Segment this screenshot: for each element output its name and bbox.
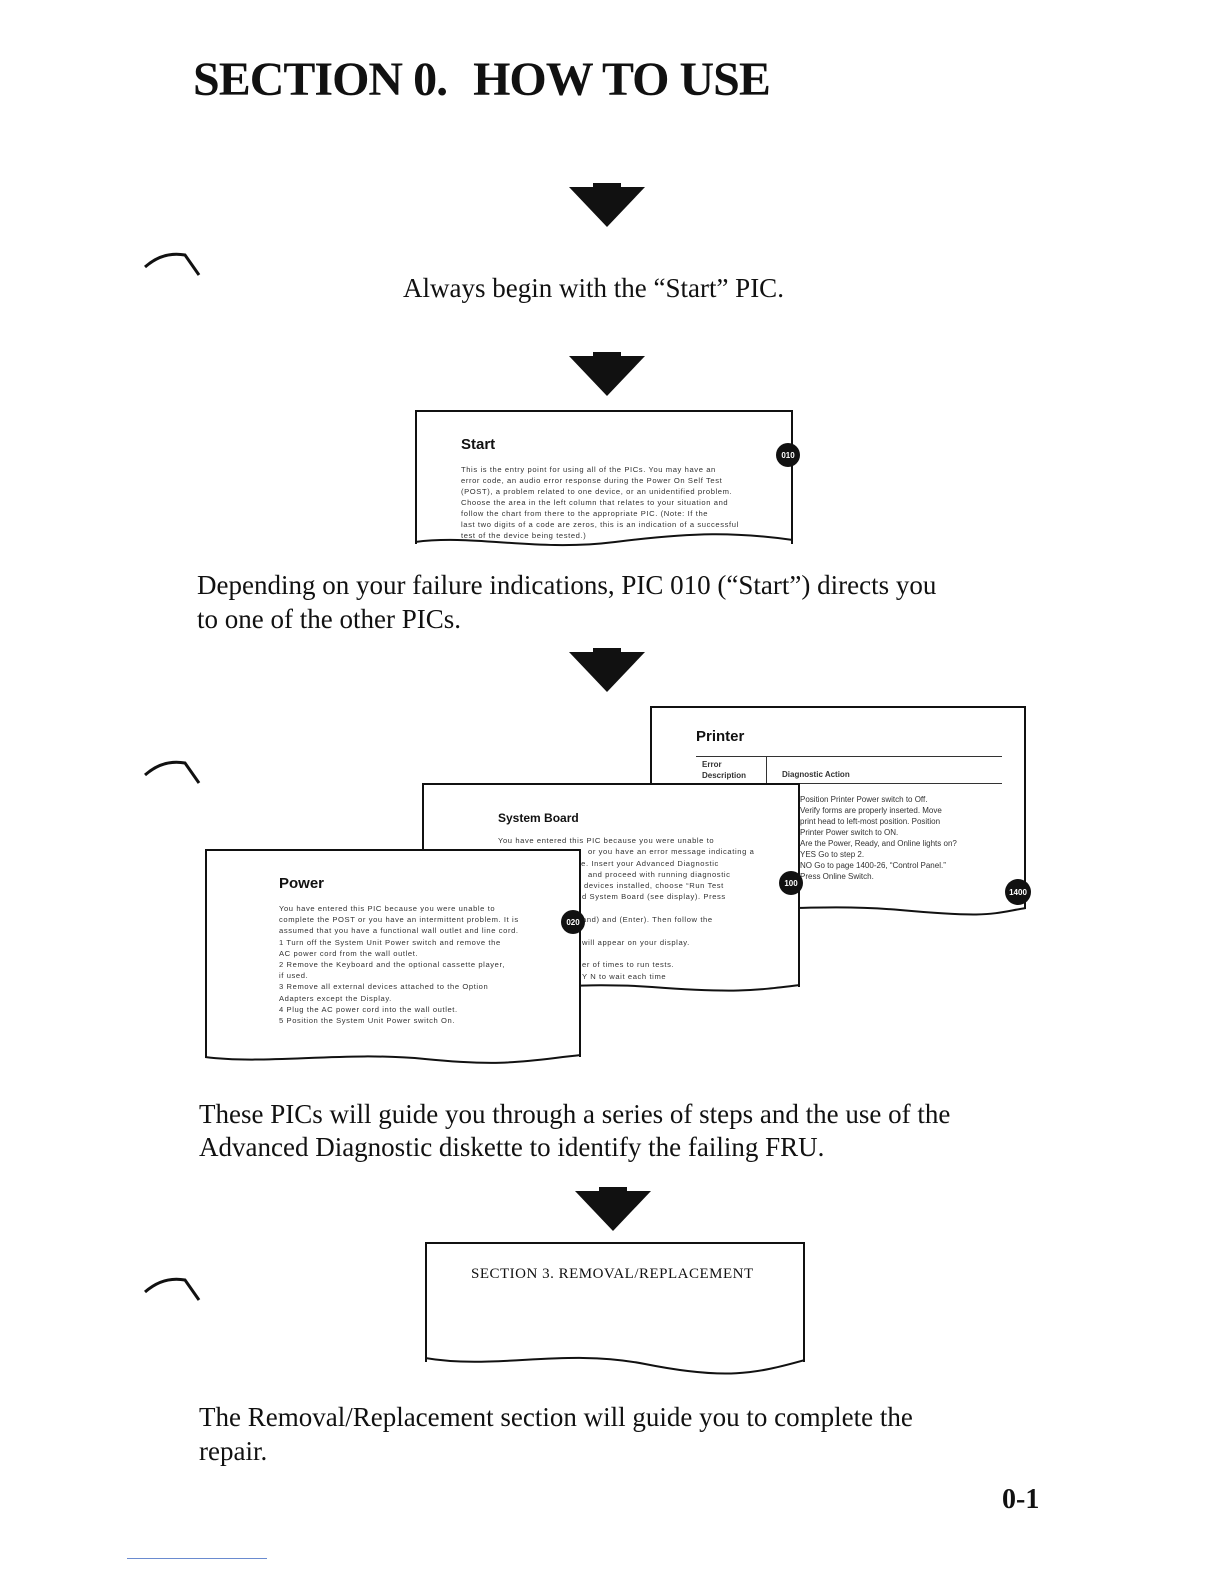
- start-card-title: Start: [461, 436, 496, 453]
- power-card-body: You have entered this PIC because you we…: [279, 904, 519, 1026]
- footer-rule: [127, 1558, 267, 1559]
- title-section-number: SECTION 0.: [193, 53, 448, 106]
- down-arrow-icon: [569, 352, 645, 396]
- system-board-card-title: System Board: [498, 811, 579, 825]
- title-section-name: HOW TO USE: [473, 53, 771, 106]
- printer-col-action: Diagnostic Action: [782, 770, 850, 779]
- step-2-line-1: Depending on your failure indications, P…: [197, 570, 937, 600]
- step-2-line-2: to one of the other PICs.: [197, 604, 461, 634]
- system-board-card-badge: 100: [779, 871, 803, 895]
- down-arrow-icon: [569, 648, 645, 692]
- start-pic-card: Start This is the entry point for using …: [415, 410, 800, 547]
- removal-card-title: SECTION 3. REMOVAL/REPLACEMENT: [471, 1266, 754, 1282]
- printer-col-error: Error Description: [702, 760, 747, 780]
- page-number: 0-1: [1002, 1484, 1040, 1515]
- power-card-title: Power: [279, 875, 325, 892]
- page-title: SECTION 0. HOW TO USE: [193, 52, 771, 107]
- start-card-body: This is the entry point for using all of…: [461, 465, 739, 540]
- torn-edge: [415, 533, 793, 547]
- step-4-line-2: repair.: [199, 1436, 268, 1466]
- down-arrow-icon: [569, 183, 645, 227]
- system-board-card-body: You have entered this PIC because you we…: [498, 836, 755, 981]
- power-pic-card: Power You have entered this PIC because …: [205, 849, 585, 1064]
- removal-section-card: SECTION 3. REMOVAL/REPLACEMENT: [425, 1242, 805, 1375]
- step-3-line-2: Advanced Diagnostic diskette to identify…: [199, 1132, 825, 1162]
- pointer-hook-icon: [144, 252, 201, 276]
- printer-card-title: Printer: [696, 728, 745, 745]
- power-card-badge: 020: [561, 910, 585, 934]
- step-1-text: Always begin with the “Start” PIC.: [403, 273, 784, 303]
- down-arrow-icon: [575, 1187, 651, 1231]
- step-3-line-1: These PICs will guide you through a seri…: [199, 1099, 951, 1129]
- pointer-hook-icon: [144, 760, 201, 784]
- torn-edge: [425, 1356, 805, 1375]
- step-4-line-1: The Removal/Replacement section will gui…: [199, 1402, 913, 1432]
- printer-card-body: Position Printer Power switch to Off. Ve…: [800, 795, 957, 881]
- start-card-badge: 010: [776, 443, 800, 467]
- torn-edge: [205, 1054, 581, 1064]
- printer-card-badge: 1400: [1005, 879, 1031, 905]
- printer-table-header: Error Description Diagnostic Action: [696, 756, 1002, 784]
- pointer-hook-icon: [144, 1277, 201, 1301]
